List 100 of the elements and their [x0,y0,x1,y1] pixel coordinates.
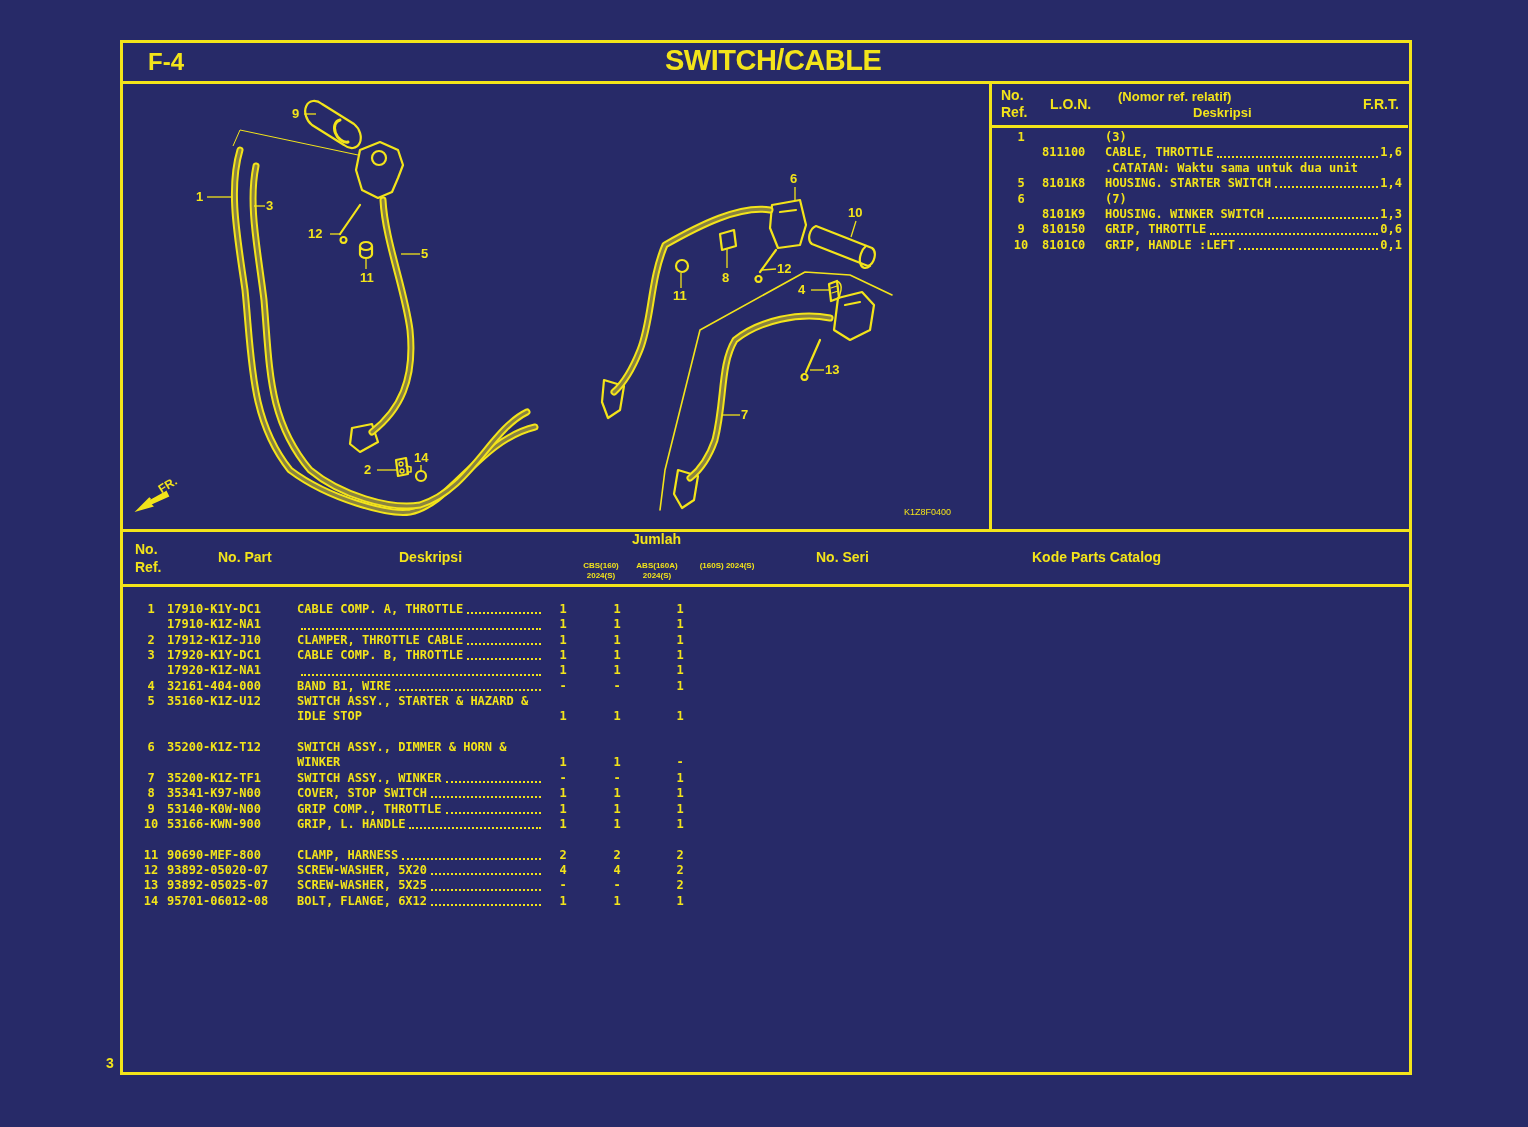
quantity: 1 [559,801,567,816]
part-description: CLAMPER, THROTTLE CABLE [297,632,464,648]
quantity: 1 [613,893,621,908]
leader-line [365,258,367,270]
ref-number: 6 [147,740,155,755]
table-cell: .CATATAN: Waktu sama untuk dua unit [1105,160,1358,177]
quantity: 1 [613,709,621,724]
callout-number: 12 [777,262,792,276]
table-cell: (7) [1105,191,1127,207]
part-description: SWITCH ASSY., WINKER [297,770,442,787]
callout-number: 7 [741,408,749,422]
callout-number: 6 [790,172,798,186]
ref-number: 3 [147,648,155,663]
quantity: - [613,678,621,693]
part-description: BOLT, FLANGE, 6X12 [297,893,428,909]
leader-line [680,272,682,289]
quantity: 1 [559,632,567,647]
quantity: 4 [559,862,567,877]
callout-number: 11 [673,289,687,303]
table-cell: 8101K8 [1042,176,1086,191]
leader-line [303,113,317,115]
table-cell: 811100 [1042,145,1086,160]
ref-number: 10 [1013,237,1029,252]
ref-number: 9 [1017,222,1025,237]
page-title: SWITCH/CABLE [665,44,882,77]
quantity: - [613,770,621,785]
table-cell: 1,6 [1380,145,1402,161]
connector-line [232,129,359,156]
quantity: 1 [613,816,621,831]
ref-number: 9 [147,801,155,816]
leader-line [726,248,728,269]
ref-number: 8 [147,786,155,801]
quantity: 1 [676,632,684,647]
quantity: - [559,770,567,785]
handlebar-grip [304,99,362,150]
column-header: No. Seri [816,549,869,565]
quantity: 1 [559,602,567,616]
quantity: 2 [559,847,567,862]
handlebar-grip [808,224,876,270]
column-header: ABS(160A) 2024(S) [635,561,679,581]
leader-line [850,220,857,238]
quantity: 1 [613,648,621,663]
quantity: 1 [559,663,567,678]
ref-number: 6 [1017,191,1025,206]
quantity: 1 [676,602,684,616]
column-header: L.O.N. [1050,96,1092,112]
part-number: 17910-K1Y-DC1 [167,602,261,616]
quantity: 1 [559,816,567,831]
table-cell: GRIP, THROTTLE [1105,222,1207,238]
table-cell: HOUSING. WINKER SWITCH [1105,207,1264,223]
column-header: Deskripsi [1193,105,1252,120]
column-header: No. Ref. [135,540,163,576]
leader-line [794,186,796,202]
part-number: 90690-MEF-800 [167,847,261,862]
leader-line [722,414,741,416]
quantity: - [559,678,567,693]
ref-number: 4 [147,678,155,693]
leader-line [376,469,398,471]
part-description: BAND B1, WIRE [297,678,391,695]
callout-number: 13 [825,363,840,377]
part-number: 32161-404-000 [167,678,261,693]
column-header: (160S) 2024(S) [698,561,756,571]
callout-number: 14 [414,451,429,465]
ref-number: 1 [147,602,155,616]
column-header: F.R.T. [1363,96,1399,112]
direction-label: FR. [155,473,180,497]
ref-number: 11 [143,847,159,862]
ref-number: 5 [147,694,155,709]
part-description: SCREW-WASHER, 5X20 [297,862,428,879]
part-number: 95701-06012-08 [167,893,269,908]
callout-number: 5 [421,247,429,261]
column-header: CBS(160) 2024(S) [582,561,620,581]
quantity: 1 [676,770,684,785]
leader-line [400,253,421,255]
column-header: Kode Parts Catalog [1032,549,1162,565]
table-cell: CABLE, THROTTLE [1105,145,1214,161]
table-cell: 810150 [1042,222,1086,237]
leader-line [761,268,777,271]
ref-number: 2 [147,632,155,647]
part-number: 17912-K1Z-J10 [167,632,261,647]
quantity: - [559,878,567,893]
part-number: 35160-K1Z-U12 [167,694,261,709]
ref-number: 1 [1017,130,1025,144]
part-description: CLAMP, HARNESS [297,847,399,863]
part-description: CABLE COMP. B, THROTTLE [297,648,464,664]
callout-number: 10 [848,206,863,220]
callout-number: 12 [308,227,323,241]
part-description: GRIP, L. HANDLE [297,816,406,833]
wire-band [827,279,842,303]
ref-number: 12 [143,862,159,877]
ref-number: 7 [147,770,155,785]
column-header: Deskripsi [399,549,463,565]
page-number: 3 [106,1055,114,1071]
part-number: 17920-K1Y-DC1 [167,648,261,663]
quantity: 1 [613,755,621,770]
quantity: 2 [613,847,621,862]
table-cell: 1,3 [1380,207,1402,223]
switch-housing [348,140,415,454]
cable-clamper [394,456,412,478]
ref-number: 5 [1017,176,1025,191]
